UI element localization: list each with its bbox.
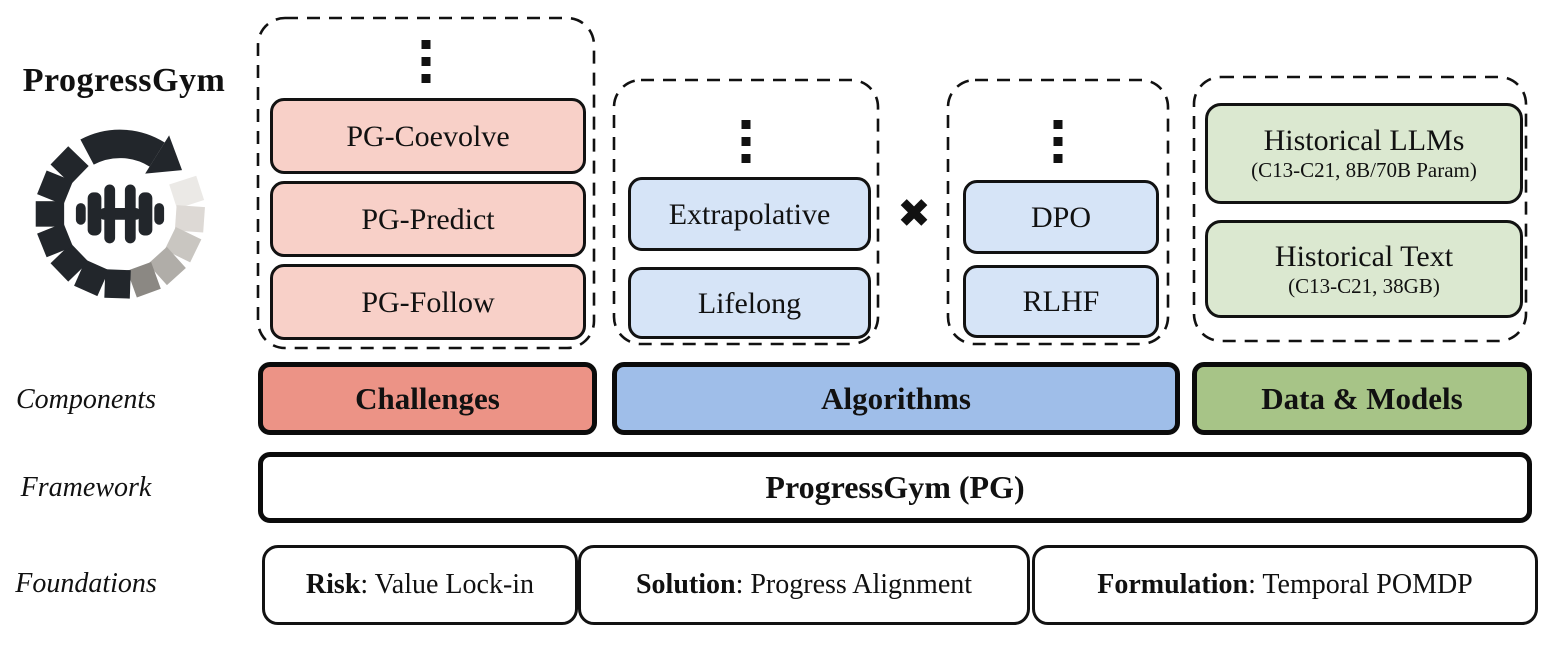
vertical-ellipsis-icon: [741, 120, 751, 163]
data-item-historical-llms: Historical LLMs (C13-C21, 8B/70B Param): [1205, 103, 1523, 204]
data-item-subtitle: (C13-C21, 38GB): [1288, 273, 1440, 298]
method-item-rlhf: RLHF: [963, 265, 1159, 338]
data-item-title: Historical Text: [1274, 239, 1454, 273]
data-item-subtitle: (C13-C21, 8B/70B Param): [1251, 158, 1477, 183]
vertical-ellipsis-icon: [421, 40, 431, 83]
foundation-desc: : Value Lock-in: [360, 569, 535, 600]
components-bar-challenges: Challenges: [258, 362, 597, 435]
foundation-solution: Solution: Progress Alignment: [578, 545, 1030, 625]
algorithm-paradigms-group: Extrapolative Lifelong: [612, 78, 880, 346]
method-item-dpo: DPO: [963, 180, 1159, 254]
data-item-title: Historical LLMs: [1263, 124, 1465, 158]
dashed-border: [946, 78, 1170, 346]
data-item-historical-text: Historical Text (C13-C21, 38GB): [1205, 220, 1523, 318]
row-label-foundations: Foundations: [15, 568, 157, 599]
paradigm-item-extrapolative: Extrapolative: [628, 177, 871, 251]
foundation-desc: : Temporal POMDP: [1248, 569, 1473, 600]
foundation-term: Risk: [305, 569, 361, 600]
data-models-group: Historical LLMs (C13-C21, 8B/70B Param) …: [1192, 75, 1528, 343]
challenge-item-predict: PG-Predict: [270, 181, 586, 257]
row-label-components: Components: [16, 384, 156, 415]
algorithm-methods-group: DPO RLHF: [946, 78, 1170, 346]
foundation-formulation: Formulation: Temporal POMDP: [1032, 545, 1538, 625]
foundation-risk: Risk: Value Lock-in: [262, 545, 578, 625]
vertical-ellipsis-icon: [1053, 120, 1063, 163]
brand-title: ProgressGym: [22, 62, 226, 99]
dashed-border: [1192, 75, 1528, 343]
framework-bar: ProgressGym (PG): [258, 452, 1532, 523]
dashed-border: [256, 16, 596, 350]
foundation-term: Formulation: [1097, 569, 1249, 600]
paradigm-item-lifelong: Lifelong: [628, 267, 871, 339]
challenge-item-follow: PG-Follow: [270, 264, 586, 340]
cross-product-icon: ✖: [897, 191, 931, 237]
components-bar-algorithms: Algorithms: [612, 362, 1180, 435]
challenges-group: PG-Coevolve PG-Predict PG-Follow: [256, 16, 596, 350]
foundation-desc: : Progress Alignment: [735, 569, 973, 600]
row-label-framework: Framework: [20, 472, 152, 503]
progressgym-logo-icon: [35, 129, 205, 299]
challenge-item-coevolve: PG-Coevolve: [270, 98, 586, 174]
components-bar-data-models: Data & Models: [1192, 362, 1532, 435]
dashed-border: [612, 78, 880, 346]
foundation-term: Solution: [635, 569, 736, 600]
